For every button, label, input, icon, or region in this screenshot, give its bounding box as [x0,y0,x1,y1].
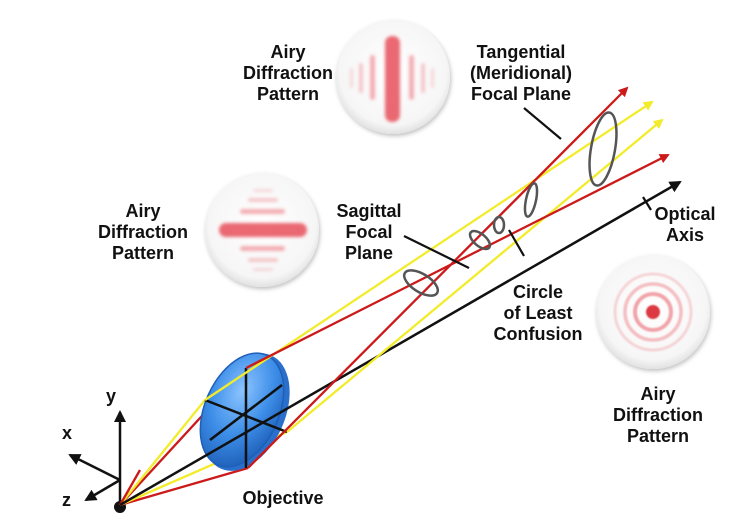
z-axis-arrow [84,478,121,502]
x-axis-label: x [62,423,73,443]
airy-label-top: Airy Diffraction Pattern [243,42,333,104]
leader-lines [403,107,652,269]
sagittal-focal-plane-label: Sagittal Focal Plane [336,201,402,263]
z-axis-label: z [62,490,71,510]
objective-label: Objective [242,488,324,508]
x-axis-arrow [68,453,121,482]
optical-axis-line [119,180,682,507]
airy-label-left: Airy Diffraction Pattern [98,201,188,263]
coordinate-axes [68,410,126,505]
airy-label-right: Airy Diffraction Pattern [613,384,703,446]
y-axis-label: y [106,386,117,406]
airy-pattern-horizontal-icon [205,173,319,287]
tangential-focal-plane-label: Tangential (Meridional) Focal Plane [470,42,572,104]
airy-pattern-vertical-icon [336,20,450,134]
beam-cross-sections [402,111,618,297]
circle-of-least-confusion-label: Circle of Least Confusion [493,282,583,344]
objective-lens-icon [199,352,290,471]
optical-axis-label: Optical Axis [654,204,716,245]
airy-pattern-rings-icon [596,255,710,369]
